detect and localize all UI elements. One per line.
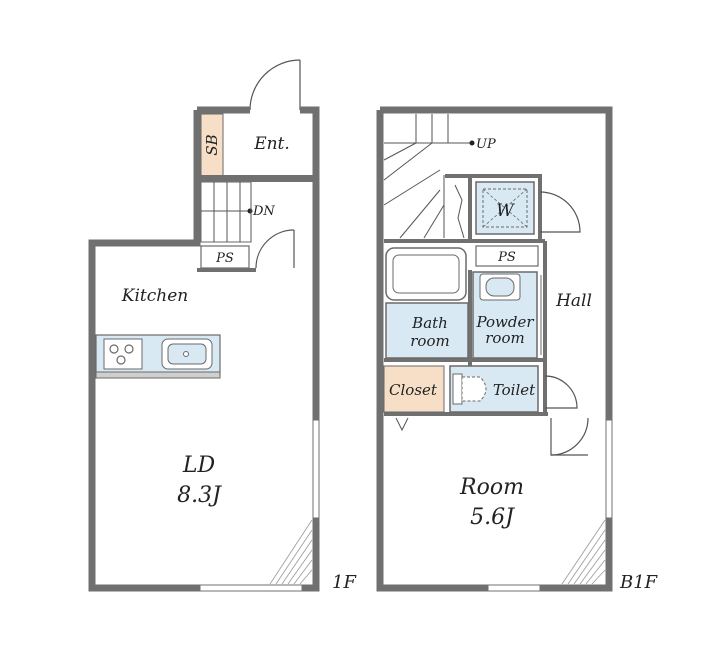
b1f-pipe-space xyxy=(475,245,539,267)
1f-ps-label: PS xyxy=(215,251,234,266)
1f-inner-door xyxy=(255,229,295,269)
room-door xyxy=(550,417,589,456)
1f-floor-label: 1F xyxy=(332,572,357,593)
toilet-room xyxy=(449,365,539,413)
toilet-label: Toilet xyxy=(493,381,536,399)
powder-label-1: Powder xyxy=(475,313,534,331)
b1f-ps-label: PS xyxy=(497,250,516,265)
toilet-door xyxy=(544,375,578,409)
entrance-door xyxy=(249,59,301,111)
b1f-floor-label: B1F xyxy=(619,572,659,593)
shoe-box-label: SB xyxy=(203,134,221,155)
room-label: Room xyxy=(459,475,524,500)
washer xyxy=(475,181,535,235)
floor-b1f: UP W PS Bath room Powder room xyxy=(376,106,659,593)
room-size: 5.6J xyxy=(470,505,515,530)
1f-corner-hatch xyxy=(269,519,313,585)
stairs-up: UP xyxy=(383,114,496,239)
powder-label-2: room xyxy=(485,329,524,347)
stairs-up-label: UP xyxy=(476,137,496,152)
entrance-label: Ent. xyxy=(253,134,290,154)
b1f-bottom-window xyxy=(487,584,541,592)
floor-1f: SB Ent. DN PS xyxy=(88,59,357,593)
washer-label: W xyxy=(496,201,515,221)
bath-label-1: Bath xyxy=(411,314,448,332)
b1f-corner-hatch xyxy=(561,519,606,585)
1f-right-window xyxy=(312,419,320,519)
b1f-outer-wall xyxy=(376,106,613,592)
bath-label-2: room xyxy=(410,332,449,350)
hall-label: Hall xyxy=(555,291,592,311)
ld-label: LD xyxy=(182,453,216,478)
ld-size: 8.3J xyxy=(177,483,222,508)
b1f-inner-walls xyxy=(384,174,548,416)
stairs-down: DN xyxy=(197,178,313,243)
kitchen-label: Kitchen xyxy=(121,286,188,306)
1f-outer-wall xyxy=(88,106,320,592)
stairs-down-label: DN xyxy=(252,204,275,219)
kitchen-counter xyxy=(95,334,221,379)
closet xyxy=(383,365,445,413)
closet-label: Closet xyxy=(389,381,438,399)
1f-bottom-window xyxy=(199,584,303,592)
bath-room xyxy=(385,302,469,359)
b1f-right-window xyxy=(605,419,613,519)
washroom-door xyxy=(539,191,581,233)
